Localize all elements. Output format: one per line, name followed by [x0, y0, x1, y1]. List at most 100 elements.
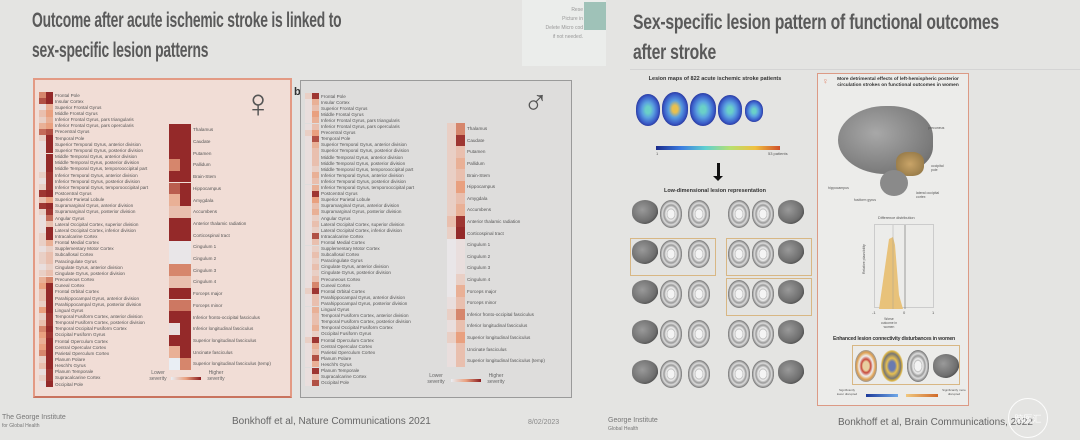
heatmap-row: Occipital Pole — [39, 381, 84, 388]
severity-cell — [46, 239, 53, 246]
heatmap-row: Uncinate fasciculus — [169, 346, 233, 358]
region-label: Parahippocampal Gyrus, posterior divisio… — [321, 300, 408, 306]
women-effects-box: ♀ More detrimental effects of left-hemis… — [817, 73, 969, 406]
institute-name: The George Institute — [2, 414, 66, 421]
severity-cell — [456, 273, 465, 286]
severity-cell — [180, 287, 191, 300]
severity-cell — [169, 124, 180, 136]
heatmap-row: Caudate — [169, 135, 211, 148]
severity-cell — [312, 276, 319, 283]
region-label: Parahippocampal Gyrus, anterior division — [321, 294, 406, 300]
severity-cell — [180, 217, 191, 230]
region-label: Inferior Frontal Gyrus, pars opercularis — [55, 123, 134, 129]
female-symbol-icon: ♀ — [243, 82, 273, 126]
severity-cell — [305, 154, 312, 161]
region-label: Cingulum 4 — [467, 277, 491, 283]
brain-label: lateral occipital cortex — [916, 191, 940, 199]
heatmap-row: Cingulum 1 — [447, 239, 490, 251]
heatmap-row: Planum Polare — [305, 355, 351, 362]
region-label: Brain-Stem — [193, 174, 216, 180]
severity-cell — [312, 202, 319, 209]
severity-cell — [312, 318, 319, 325]
severity-cell — [312, 233, 319, 240]
heatmap-row: Middle Temporal Gyrus, posterior divisio… — [39, 159, 139, 166]
severity-cell — [447, 215, 456, 228]
severity-cell — [46, 325, 53, 332]
severity-cell — [305, 239, 312, 246]
region-label: Occipital Pole — [55, 381, 84, 387]
heatmap-row: Middle Frontal Gyrus — [39, 110, 98, 117]
patient-count-colorbar — [656, 146, 780, 150]
brain-axial-image — [728, 200, 750, 228]
severity-cell — [39, 294, 46, 302]
severity-cell — [305, 141, 312, 148]
severity-cell — [305, 355, 312, 362]
region-label: Superior Parietal Lobule — [55, 197, 105, 203]
severity-cell — [39, 135, 46, 142]
highlight-box — [630, 238, 716, 276]
legend-right-label: Significantly more disrupted — [942, 388, 966, 396]
region-label: Forceps minor — [193, 302, 223, 308]
severity-cell — [456, 169, 465, 181]
heatmap-row: Lingual Gyrus — [305, 306, 350, 313]
heatmap-row: Supplementary Motor Cortex — [39, 245, 114, 252]
heatmap-row: Forceps minor — [169, 299, 223, 312]
heatmap-row: Putamen — [169, 147, 211, 160]
region-label: Lateral Occipital Cortex, superior divis… — [55, 221, 139, 227]
male-symbol-icon: ♂ — [523, 84, 549, 122]
severity-cell — [447, 355, 456, 367]
brain-lateral-image — [778, 320, 804, 344]
heatmap-row: Lateral Occipital Cortex, superior divis… — [305, 221, 405, 228]
region-label: Forceps minor — [467, 300, 497, 306]
severity-cell — [169, 170, 180, 183]
region-label: Precentral Gyrus — [321, 130, 356, 136]
region-label: Inferior Temporal Gyrus, anterior divisi… — [321, 172, 404, 178]
severity-cell — [305, 330, 312, 337]
speaker-video-thumbnail — [584, 2, 606, 30]
severity-cell — [305, 135, 312, 142]
region-label: Cingulate Gyrus, posterior division — [321, 270, 391, 276]
region-label: Frontal Operculum Cortex — [321, 337, 374, 343]
severity-cell — [46, 344, 53, 351]
region-label: Precuneous Cortex — [321, 276, 361, 282]
region-label: Subcallosal Cortex — [55, 252, 94, 258]
severity-cell — [39, 110, 46, 117]
region-label: Intracalcarine Cortex — [55, 234, 98, 239]
severity-cell — [305, 202, 312, 209]
brain-axial-image — [688, 240, 710, 268]
severity-cell — [39, 153, 46, 160]
region-label: Cuneal Cortex — [55, 283, 85, 289]
severity-cell — [305, 312, 312, 319]
severity-cell — [46, 227, 53, 234]
region-label: Lingual Gyrus — [321, 307, 350, 313]
region-label: Lateral Occipital Cortex, superior divis… — [321, 221, 405, 227]
heatmap-row: Superior Temporal Gyrus, posterior divis… — [305, 147, 409, 154]
heatmap-row: Superior Parietal Lobule — [39, 196, 105, 203]
severity-cell — [180, 182, 191, 195]
region-label: Hippocampus — [193, 185, 222, 191]
orange-colorbar — [906, 394, 938, 397]
severity-cell — [305, 190, 312, 197]
region-label: Parietal Operculum Cortex — [55, 350, 110, 356]
region-label: Superior Frontal Gyrus — [55, 104, 102, 110]
region-label: Frontal Orbital Cortex — [321, 288, 365, 294]
severity-cell — [180, 229, 191, 241]
region-label: Subcallosal Cortex — [321, 252, 360, 258]
region-label: Cingulum 2 — [467, 253, 491, 259]
region-label: Inferior longitudinal fasciculus — [193, 326, 254, 332]
region-label: Superior Temporal Gyrus, posterior divis… — [321, 148, 409, 154]
heatmap-row: Frontal Operculum Cortex — [39, 338, 108, 345]
region-label: Caudate — [193, 139, 211, 145]
region-label: Anterior thalamic radiation — [467, 219, 521, 225]
severity-cell — [169, 276, 180, 288]
severity-cell — [46, 128, 53, 136]
severity-cell — [305, 324, 312, 331]
heatmap-row: Thalamus — [447, 123, 487, 135]
heatmap-row: Middle Temporal Gyrus, anterior division — [305, 154, 403, 161]
heatmap-row: Temporal Fusiform Cortex, posterior divi… — [39, 319, 145, 326]
region-label: Inferior Temporal Gyrus, temporooccipita… — [55, 184, 149, 190]
severity-cell — [169, 264, 180, 277]
severity-cell — [447, 239, 456, 251]
severity-cell — [39, 215, 46, 222]
severity-cell — [305, 123, 312, 130]
